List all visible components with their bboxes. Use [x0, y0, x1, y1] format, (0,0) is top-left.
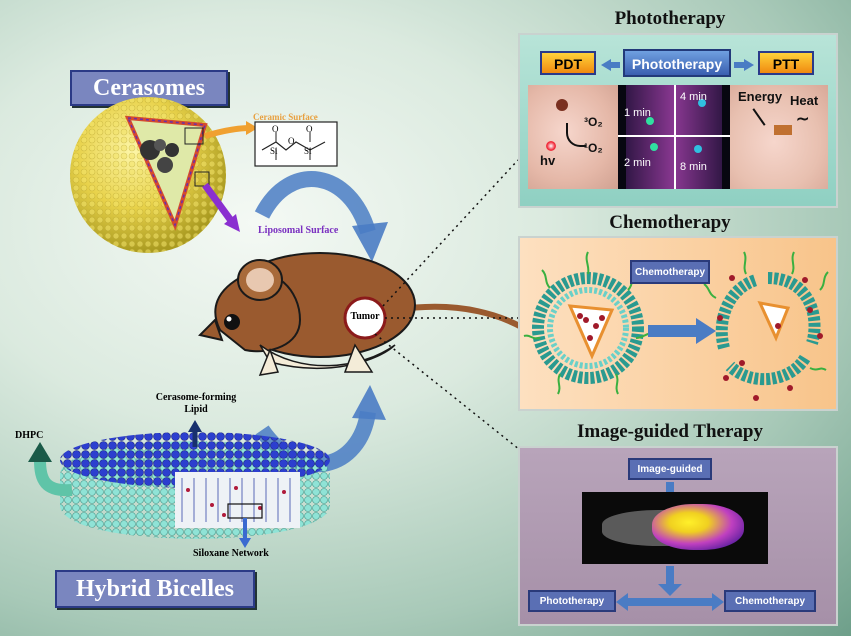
spot-2: [650, 143, 658, 151]
chemotherapy-label: Chemotherapy: [630, 260, 710, 284]
ceramic-arrow: [204, 125, 251, 139]
phototherapy-panel: PDT Phototherapy PTT hv ³O₂ ¹O₂ 1 min 4 …: [518, 33, 838, 208]
curved-arrow-icon: [566, 123, 586, 147]
hybrid-bicelles-title: Hybrid Bicelles: [55, 570, 255, 608]
chem-si1: Si: [270, 146, 278, 156]
time-1min: 1 min: [624, 107, 651, 119]
tumor-label: Tumor: [350, 311, 380, 322]
curved-arrow-top: [254, 171, 376, 235]
pdt-tumor-spot: [556, 99, 568, 111]
right-arrowhead-icon: [712, 593, 724, 611]
ptt-mouse-photo: Energy Heat ∼: [730, 85, 828, 189]
pdt-tag: PDT: [540, 51, 596, 75]
chemotherapy-panel: Chemotherapy: [518, 236, 838, 411]
left-arrow-shaft: [610, 62, 620, 68]
phototherapy-title: Phototherapy: [614, 8, 726, 29]
connector-image: [374, 333, 521, 451]
chem-o2: O: [306, 124, 313, 134]
timelapse-images: 1 min 4 min 2 min 8 min: [618, 85, 730, 189]
spot-1: [646, 117, 654, 125]
dhpc-arrow: [34, 459, 73, 497]
chemo-liposomes: [523, 251, 829, 401]
chem-o1: O: [272, 124, 279, 134]
energy-arrow-icon: [752, 108, 766, 126]
liposomal-arrow: [202, 182, 235, 225]
imaging-photo: [582, 492, 768, 564]
left-arrowhead-icon: [616, 593, 628, 611]
spot-4: [698, 99, 706, 107]
siloxane-network-label: Siloxane Network: [193, 548, 269, 559]
release-arrow: [648, 325, 698, 337]
cerasome-sphere: [70, 97, 226, 253]
energy-label: Energy: [738, 89, 783, 104]
image-guided-panel: Image-guided Phototherapy Chemotherapy: [518, 446, 838, 626]
phototherapy-center-tag: Phototherapy: [623, 49, 731, 77]
intact-liposome: [523, 251, 655, 395]
hv-label: hv: [540, 153, 556, 168]
image-phototherapy-label: Phototherapy: [528, 590, 616, 612]
spot-8: [694, 145, 702, 153]
fluorescence-heatmap: [652, 504, 744, 550]
down-arrow-icon: [658, 584, 682, 596]
chem-si2: Si: [304, 146, 312, 156]
o2-singlet-label: ¹O₂: [584, 141, 603, 155]
siloxane-structure: [254, 121, 338, 167]
chemotherapy-title: Chemotherapy: [609, 212, 731, 233]
time-8min: 8 min: [680, 161, 707, 173]
hybrid-bicelle: [60, 432, 330, 539]
liposomal-surface-label: Liposomal Surface: [258, 225, 339, 236]
laser-spark-icon: [546, 141, 556, 151]
right-arrow-icon: [744, 59, 754, 71]
dhpc-label: DHPC: [15, 430, 44, 441]
disrupted-liposome: [703, 251, 829, 401]
time-4min: 4 min: [680, 91, 707, 103]
pdt-mouse-photo: hv ³O₂ ¹O₂: [528, 85, 620, 189]
ptt-tag: PTT: [758, 51, 814, 75]
lipid-label-line1: Cerasome-forming: [155, 392, 237, 403]
o2-triplet-label: ³O₂: [584, 115, 603, 129]
heat-wave-icon: ∼: [796, 111, 810, 128]
lipid-label-line2: Lipid: [184, 404, 208, 415]
connector-photo: [382, 159, 519, 307]
ceramic-surface-label: Ceramic Surface: [253, 112, 318, 122]
double-arrow-shaft: [626, 598, 714, 606]
ptt-tumor-spot: [774, 125, 792, 135]
time-2min: 2 min: [624, 157, 651, 169]
chem-o3: O: [288, 136, 295, 146]
cerasome-forming-lipid-label: Cerasome-forming Lipid: [148, 392, 244, 416]
grid-v: [674, 85, 676, 189]
heat-label: Heat: [790, 93, 819, 108]
cerasomes-title: Cerasomes: [70, 70, 228, 106]
down-arrow-bottom-shaft: [666, 566, 674, 586]
mouse-illustration: [198, 252, 603, 376]
image-chemotherapy-label: Chemotherapy: [724, 590, 816, 612]
down-arrow-top: [666, 482, 674, 492]
image-guided-title: Image-guided Therapy: [577, 421, 763, 442]
image-guided-label: Image-guided: [628, 458, 712, 480]
left-arrow-icon: [601, 59, 611, 71]
right-arrow-shaft: [734, 62, 744, 68]
